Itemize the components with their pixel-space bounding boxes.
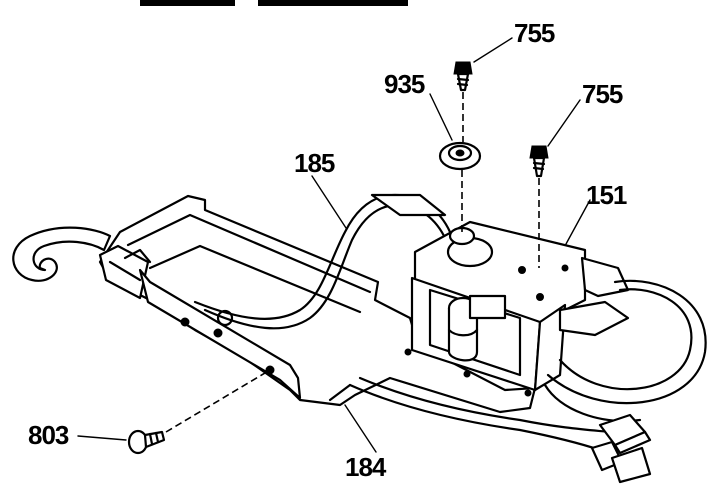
assembly-lines <box>165 92 540 433</box>
grommet-935 <box>438 141 482 171</box>
leader-lines <box>77 37 591 453</box>
wire-terminals <box>590 413 652 484</box>
callout-184: 184 <box>345 452 387 482</box>
callout-755-right: 755 <box>582 79 623 109</box>
callout-803: 803 <box>28 420 69 450</box>
hook <box>12 226 112 282</box>
screw-755-right <box>529 145 549 178</box>
screw-803 <box>127 429 166 455</box>
callout-755-top: 755 <box>514 18 555 48</box>
support-bar <box>193 193 464 330</box>
callout-185: 185 <box>294 148 335 178</box>
screw-755-top <box>453 61 473 92</box>
callout-935: 935 <box>384 69 425 99</box>
header-remnant <box>140 0 408 6</box>
mounting-plate <box>98 194 537 414</box>
callout-151: 151 <box>586 180 627 210</box>
motor-housing <box>404 220 630 397</box>
